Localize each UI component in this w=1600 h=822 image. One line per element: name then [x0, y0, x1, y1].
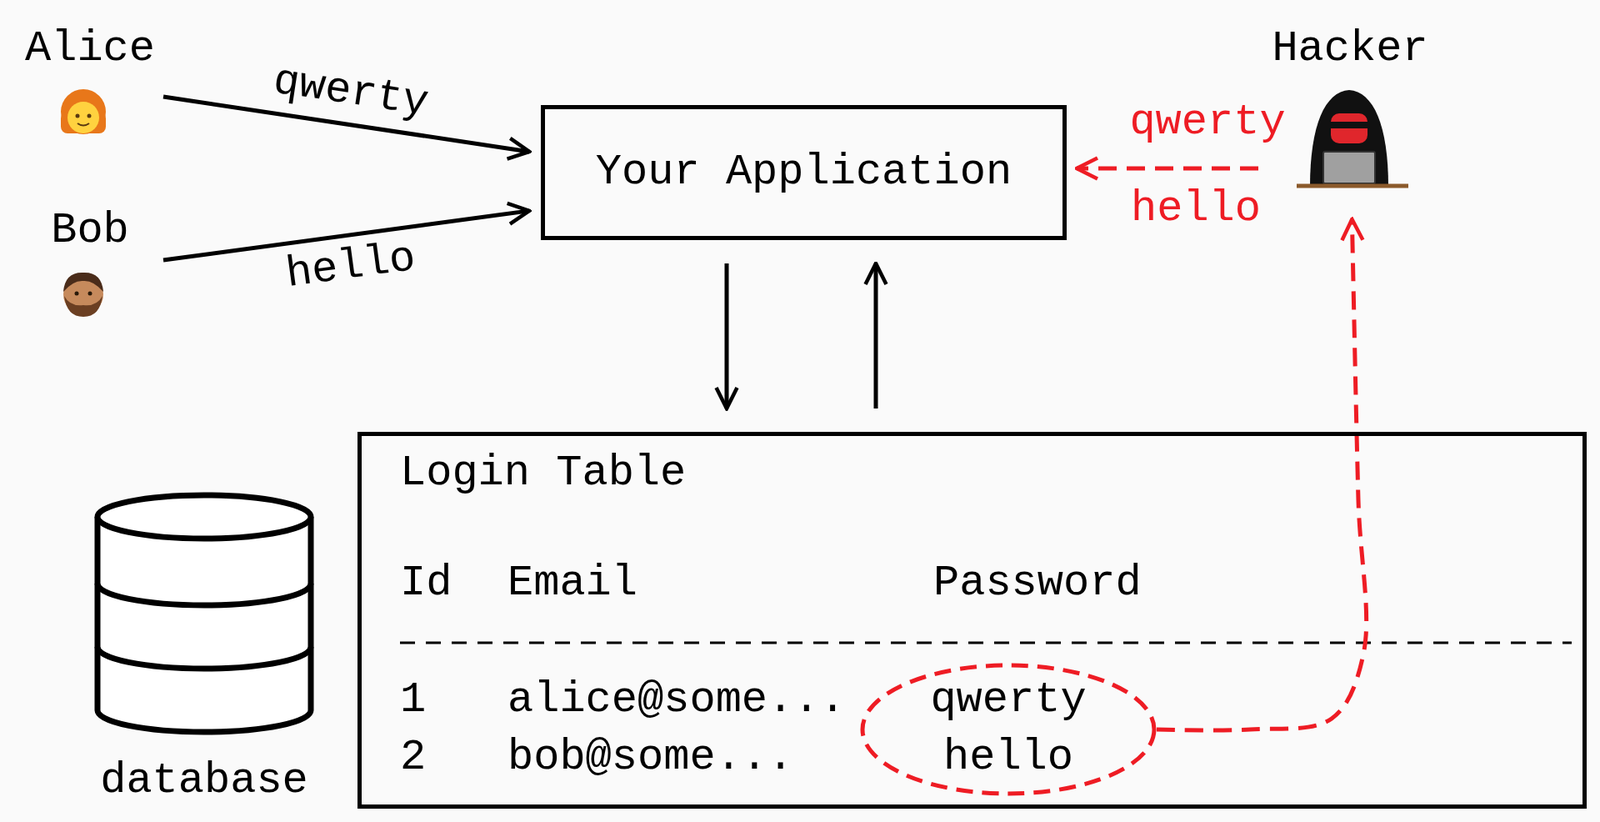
node-label: Login Table	[400, 451, 686, 495]
mask-band	[1330, 121, 1368, 129]
leaked-password: hello	[1130, 187, 1261, 231]
beard	[64, 295, 103, 317]
node-label: Bob	[50, 209, 130, 253]
node-text: hello	[943, 735, 1074, 780]
cylinder-top	[97, 495, 311, 539]
table-header: Password	[933, 561, 1142, 605]
edge-label: hello	[283, 236, 419, 297]
node-label: Alice	[25, 27, 155, 71]
database-cylinder: database	[83, 491, 325, 809]
person-node: Alice	[16, 20, 164, 146]
table-header: Email	[507, 561, 638, 605]
eye	[87, 114, 92, 119]
node-label: Hacker	[1271, 27, 1428, 71]
ellipse-outline	[862, 665, 1155, 794]
cylinder-ring	[97, 583, 311, 605]
table-header: Id	[400, 561, 452, 605]
hair	[60, 89, 106, 135]
bob-icon	[63, 272, 104, 317]
arrow-connector	[725, 263, 730, 409]
eye	[75, 114, 80, 119]
node-label: database	[100, 759, 309, 803]
face	[1330, 113, 1368, 144]
table-cell: bob@some...	[507, 735, 794, 780]
alice-icon	[60, 89, 106, 135]
process-box: Your Application	[540, 105, 1067, 240]
hood	[1310, 90, 1389, 187]
cylinder-body	[97, 516, 311, 732]
edge-label: qwerty	[1129, 100, 1285, 145]
arrow-connector	[1076, 166, 1259, 171]
arrow-connector	[874, 263, 879, 409]
person-node: Bob	[16, 202, 164, 328]
node-label: Your Application	[595, 150, 1012, 195]
table-cell: alice@some...	[507, 678, 846, 722]
mouth	[77, 123, 90, 126]
table-separator	[400, 641, 1572, 645]
desk	[1296, 184, 1409, 189]
node-label: qwerty	[930, 678, 1086, 722]
eye	[88, 291, 93, 296]
hacker-icon	[1296, 90, 1409, 187]
password-ellipse: qwerty hello	[860, 662, 1157, 796]
eye	[75, 291, 80, 296]
laptop	[1323, 151, 1375, 184]
cylinder-ring	[97, 646, 311, 669]
face	[67, 101, 100, 134]
person-node: Hacker	[1258, 20, 1442, 205]
database-cylinder	[83, 491, 325, 742]
table-cell: 1	[400, 678, 426, 722]
hair	[63, 272, 104, 292]
arrow-connector	[1156, 219, 1367, 730]
table-cell: 2	[400, 735, 426, 780]
